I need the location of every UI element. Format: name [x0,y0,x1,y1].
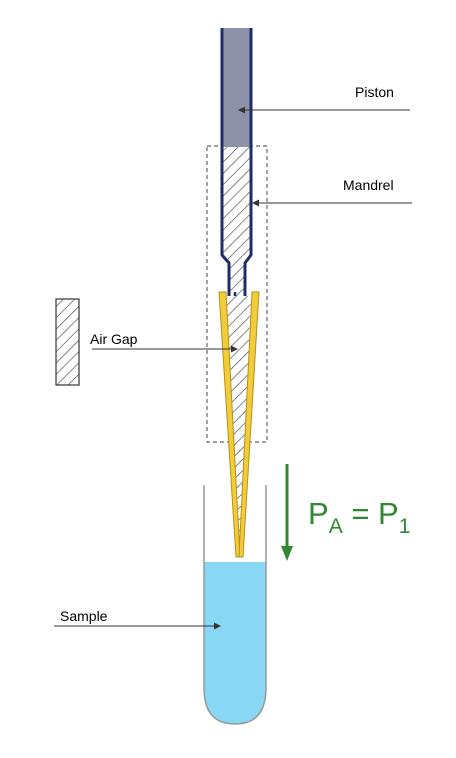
sample-liquid [204,562,266,724]
equation-rhs-sub: 1 [399,515,411,538]
equation-lhs-base: P [308,496,329,531]
pressure-arrow [281,464,293,561]
sample-label: Sample [60,608,108,624]
sample-tube [203,485,267,725]
mandrel-label: Mandrel [343,177,394,193]
leader-lines [54,106,412,630]
piston-label: Piston [355,84,394,100]
tube-wall [203,485,267,725]
hatched-block [55,298,80,386]
equation-lhs-sub: A [329,515,343,538]
pipette-tip [218,291,260,558]
piston-rod [222,28,251,147]
equation-rhs-base: P [378,496,399,531]
piston [220,28,253,332]
tip-air-gap [224,296,254,556]
air-gap-label: Air Gap [90,331,138,347]
pressure-equation: PA = P1 [308,496,410,538]
tip-right-wall [238,291,260,558]
equation-equals: = [343,496,378,531]
